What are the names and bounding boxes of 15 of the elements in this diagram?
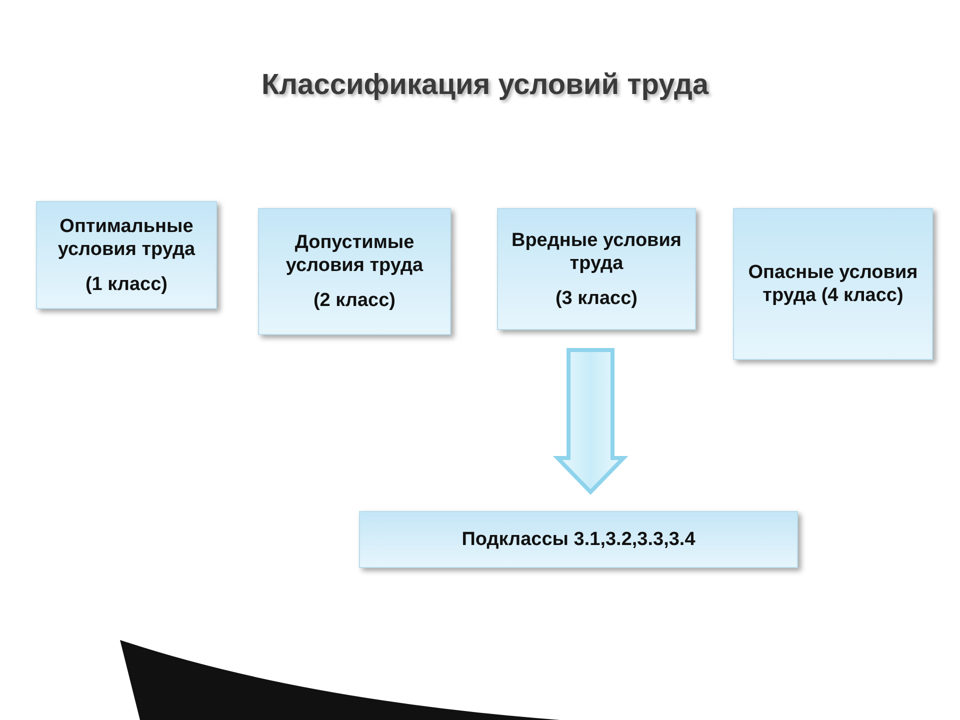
title: Классификация условий труда [260,68,710,103]
box-text: Подклассы 3.1,3.2,3.3,3.4 [462,528,696,551]
box-text: Опасные условия труда (4 класс) [747,261,919,307]
box-text: (3 класс) [555,286,638,310]
process-box [497,208,696,330]
block-arrow [552,348,628,495]
box-text: Допустимые условия труда [284,231,424,277]
box-text: (2 класс) [313,289,396,312]
box-text: Вредные условия труда [510,228,683,274]
process-box [359,511,798,568]
process-box [36,201,217,309]
box-text: Оптимальные условия труда [56,214,196,260]
process-box [258,208,451,335]
process-box [733,208,933,360]
box-text: (1 класс) [85,272,168,296]
